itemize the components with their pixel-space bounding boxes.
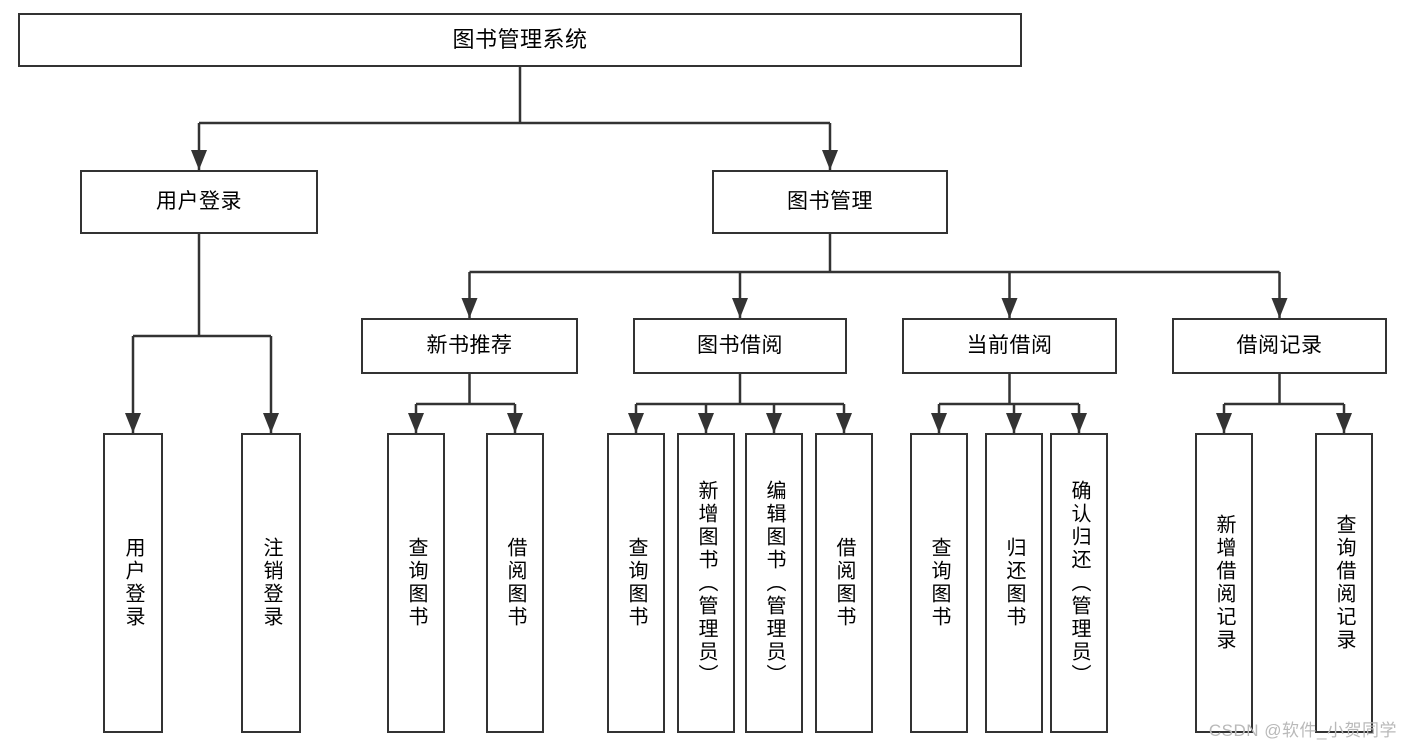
arrowhead	[263, 413, 279, 433]
arrowhead	[698, 413, 714, 433]
arrowhead	[408, 413, 424, 433]
node-label: 用户登录	[122, 537, 144, 629]
node-leaf-edit-book[interactable]: 编辑图书（管理员）	[745, 433, 803, 733]
connector-lines	[125, 67, 1352, 433]
node-label: 借阅记录	[1236, 333, 1323, 357]
node-leaf-query-book-2[interactable]: 查询图书	[607, 433, 665, 733]
node-leaf-query-record[interactable]: 查询借阅记录	[1315, 433, 1373, 733]
arrowhead	[628, 413, 644, 433]
node-label: 用户登录	[156, 189, 242, 213]
node-newbook[interactable]: 新书推荐	[361, 318, 578, 374]
node-borrow[interactable]: 图书借阅	[633, 318, 847, 374]
node-root[interactable]: 图书管理系统	[18, 13, 1022, 67]
arrowhead	[507, 413, 523, 433]
arrowhead	[1216, 413, 1232, 433]
arrowhead	[1271, 298, 1288, 318]
arrowhead	[1071, 413, 1087, 433]
arrowhead	[732, 298, 748, 318]
node-label: 新增图书（管理员）	[695, 479, 717, 687]
node-label: 新书推荐	[426, 333, 513, 357]
node-leaf-borrow-book-2[interactable]: 借阅图书	[815, 433, 873, 733]
node-current[interactable]: 当前借阅	[902, 318, 1117, 374]
node-leaf-user-logout[interactable]: 注销登录	[241, 433, 301, 733]
node-label: 注销登录	[260, 537, 282, 629]
node-label: 查询图书	[625, 537, 647, 629]
node-leaf-query-book-1[interactable]: 查询图书	[387, 433, 445, 733]
arrowhead	[461, 298, 478, 318]
node-record[interactable]: 借阅记录	[1172, 318, 1387, 374]
node-label: 图书借阅	[697, 333, 783, 357]
node-label: 新增借阅记录	[1213, 514, 1235, 652]
node-leaf-borrow-book-1[interactable]: 借阅图书	[486, 433, 544, 733]
arrowhead	[125, 413, 141, 433]
arrowhead	[931, 413, 947, 433]
node-leaf-user-login[interactable]: 用户登录	[103, 433, 163, 733]
arrowhead	[766, 413, 782, 433]
node-leaf-add-record[interactable]: 新增借阅记录	[1195, 433, 1253, 733]
node-label: 借阅图书	[833, 537, 855, 629]
node-leaf-query-book-3[interactable]: 查询图书	[910, 433, 968, 733]
arrowhead	[836, 413, 852, 433]
node-label: 归还图书	[1003, 537, 1025, 629]
arrowhead	[1001, 298, 1018, 318]
watermark-text: CSDN @软件_小贺同学	[1208, 721, 1397, 740]
node-label: 借阅图书	[504, 537, 526, 629]
node-label: 图书管理系统	[452, 27, 588, 53]
node-label: 图书管理	[787, 189, 873, 213]
node-login[interactable]: 用户登录	[80, 170, 318, 234]
arrowhead	[822, 150, 838, 170]
arrowhead	[191, 150, 207, 170]
node-bookmgmt[interactable]: 图书管理	[712, 170, 948, 234]
node-label: 查询图书	[928, 537, 950, 629]
node-label: 查询图书	[405, 537, 427, 629]
node-label: 查询借阅记录	[1333, 514, 1355, 652]
node-label: 编辑图书（管理员）	[763, 479, 785, 687]
node-leaf-confirm-return[interactable]: 确认归还（管理员）	[1050, 433, 1108, 733]
arrowhead	[1336, 413, 1352, 433]
node-label: 当前借阅	[966, 333, 1053, 357]
node-leaf-return-book[interactable]: 归还图书	[985, 433, 1043, 733]
node-leaf-add-book[interactable]: 新增图书（管理员）	[677, 433, 735, 733]
arrowhead	[1006, 413, 1022, 433]
node-label: 确认归还（管理员）	[1068, 479, 1090, 687]
